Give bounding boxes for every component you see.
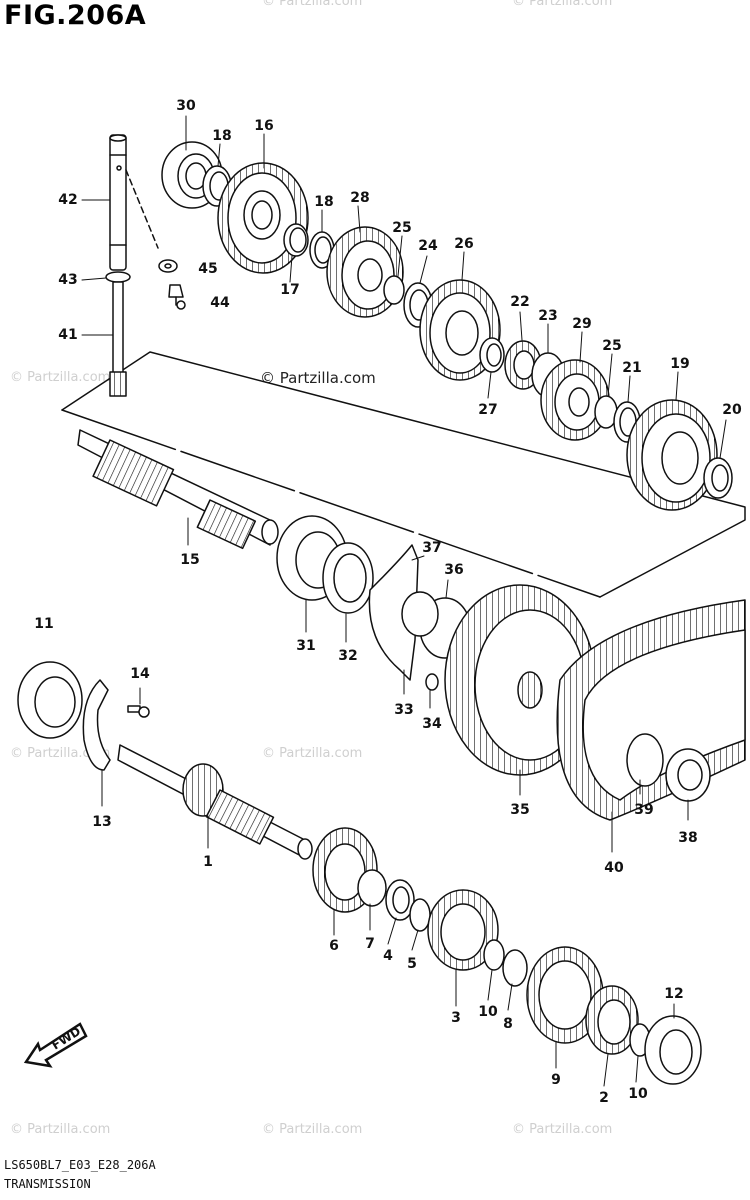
leader-lines [81, 115, 727, 1087]
part-42-shaft-pin [109, 134, 127, 271]
callout-16: 16 [254, 118, 274, 134]
callout-10b: 10 [628, 1086, 648, 1102]
callout-35: 35 [510, 802, 530, 818]
callout-36: 36 [444, 562, 464, 578]
figure-name: TRANSMISSION [4, 1177, 91, 1191]
part-13-retainer [82, 679, 111, 771]
callout-37: 37 [422, 540, 442, 556]
watermark: © Partzilla.com [10, 370, 111, 385]
watermark: © Partzilla.com [10, 746, 111, 761]
callout-33: 33 [394, 702, 414, 718]
figure-code: LS650BL7_E03_E28_206A [4, 1158, 156, 1172]
callout-41: 41 [58, 327, 78, 343]
part-34-bolt [425, 673, 439, 691]
part-43-oring [105, 271, 131, 283]
callout-7: 7 [365, 936, 375, 952]
callout-24: 24 [418, 238, 438, 254]
part-29-gear [540, 359, 610, 441]
part-11-bearing [17, 661, 83, 739]
callout-20: 20 [722, 402, 742, 418]
watermark: © Partzilla.com [262, 0, 363, 9]
part-17-bushing [283, 223, 309, 257]
watermark: © Partzilla.com [512, 1122, 613, 1137]
watermark: © Partzilla.com [512, 0, 613, 9]
callout-29: 29 [572, 316, 592, 332]
part-5-ring [409, 898, 431, 932]
callout-27: 27 [478, 402, 498, 418]
part-45-washer [158, 259, 178, 273]
part-37-plate [368, 544, 419, 681]
callout-18: 18 [212, 128, 232, 144]
callout-23: 23 [538, 308, 558, 324]
callout-12: 12 [664, 986, 684, 1002]
callout-30: 30 [176, 98, 196, 114]
callout-2: 2 [599, 1090, 609, 1106]
part-1-mainshaft [117, 744, 313, 860]
part-15-countershaft [77, 429, 279, 550]
part-4-washer [385, 879, 415, 921]
callout-39: 39 [634, 802, 654, 818]
part-32-seal [322, 542, 374, 614]
part-8-washer [502, 949, 528, 987]
part-3-gear [427, 889, 499, 971]
callout-42: 42 [58, 192, 78, 208]
callout-8: 8 [503, 1016, 513, 1032]
callout-4: 4 [383, 948, 393, 964]
part-25-ring [383, 275, 405, 305]
callout-3: 3 [451, 1010, 461, 1026]
callout-26: 26 [454, 236, 474, 252]
callout-13: 13 [92, 814, 112, 830]
part-12-bearing [644, 1015, 702, 1085]
watermark: © Partzilla.com [262, 746, 363, 761]
part-27-bushing [479, 337, 505, 373]
part-2-gear [585, 985, 639, 1055]
callout-28: 28 [350, 190, 370, 206]
callout-25b: 25 [602, 338, 622, 354]
part-10-ring [483, 939, 505, 971]
callout-15: 15 [180, 552, 200, 568]
callout-25: 25 [392, 220, 412, 236]
watermark: © Partzilla.com [262, 1122, 363, 1137]
part-7-bushing [357, 869, 387, 907]
callout-19: 19 [670, 356, 690, 372]
fwd-arrow-icon: FWD [23, 1022, 88, 1068]
watermark: © Partzilla.com [10, 1122, 111, 1137]
callout-9: 9 [551, 1072, 561, 1088]
callout-21: 21 [622, 360, 642, 376]
callout-1: 1 [203, 854, 213, 870]
part-39-washer [626, 733, 664, 787]
countershaft-outline-lower [61, 409, 601, 598]
watermark-center: © Partzilla.com [260, 369, 376, 387]
part-41-rod [109, 281, 127, 397]
callout-18b: 18 [314, 194, 334, 210]
part-19-gear [626, 399, 718, 511]
callout-6: 6 [329, 938, 339, 954]
part-44-screw [168, 284, 186, 310]
callout-17: 17 [280, 282, 300, 298]
callout-11: 11 [34, 616, 54, 632]
callout-14: 14 [130, 666, 150, 682]
callout-10: 10 [478, 1004, 498, 1020]
callout-44: 44 [210, 295, 230, 311]
part-20-bushing [703, 457, 733, 499]
part-14-screw [127, 705, 150, 718]
leader-dashed [125, 169, 159, 249]
callout-5: 5 [407, 956, 417, 972]
callout-32: 32 [338, 648, 358, 664]
callout-45: 45 [198, 261, 218, 277]
callout-22: 22 [510, 294, 530, 310]
figure-title: FIG.206A [4, 0, 147, 31]
callout-43: 43 [58, 272, 78, 288]
part-38-nut [665, 748, 711, 802]
callout-34: 34 [422, 716, 442, 732]
callout-40: 40 [604, 860, 624, 876]
callout-31: 31 [296, 638, 316, 654]
callout-38: 38 [678, 830, 698, 846]
